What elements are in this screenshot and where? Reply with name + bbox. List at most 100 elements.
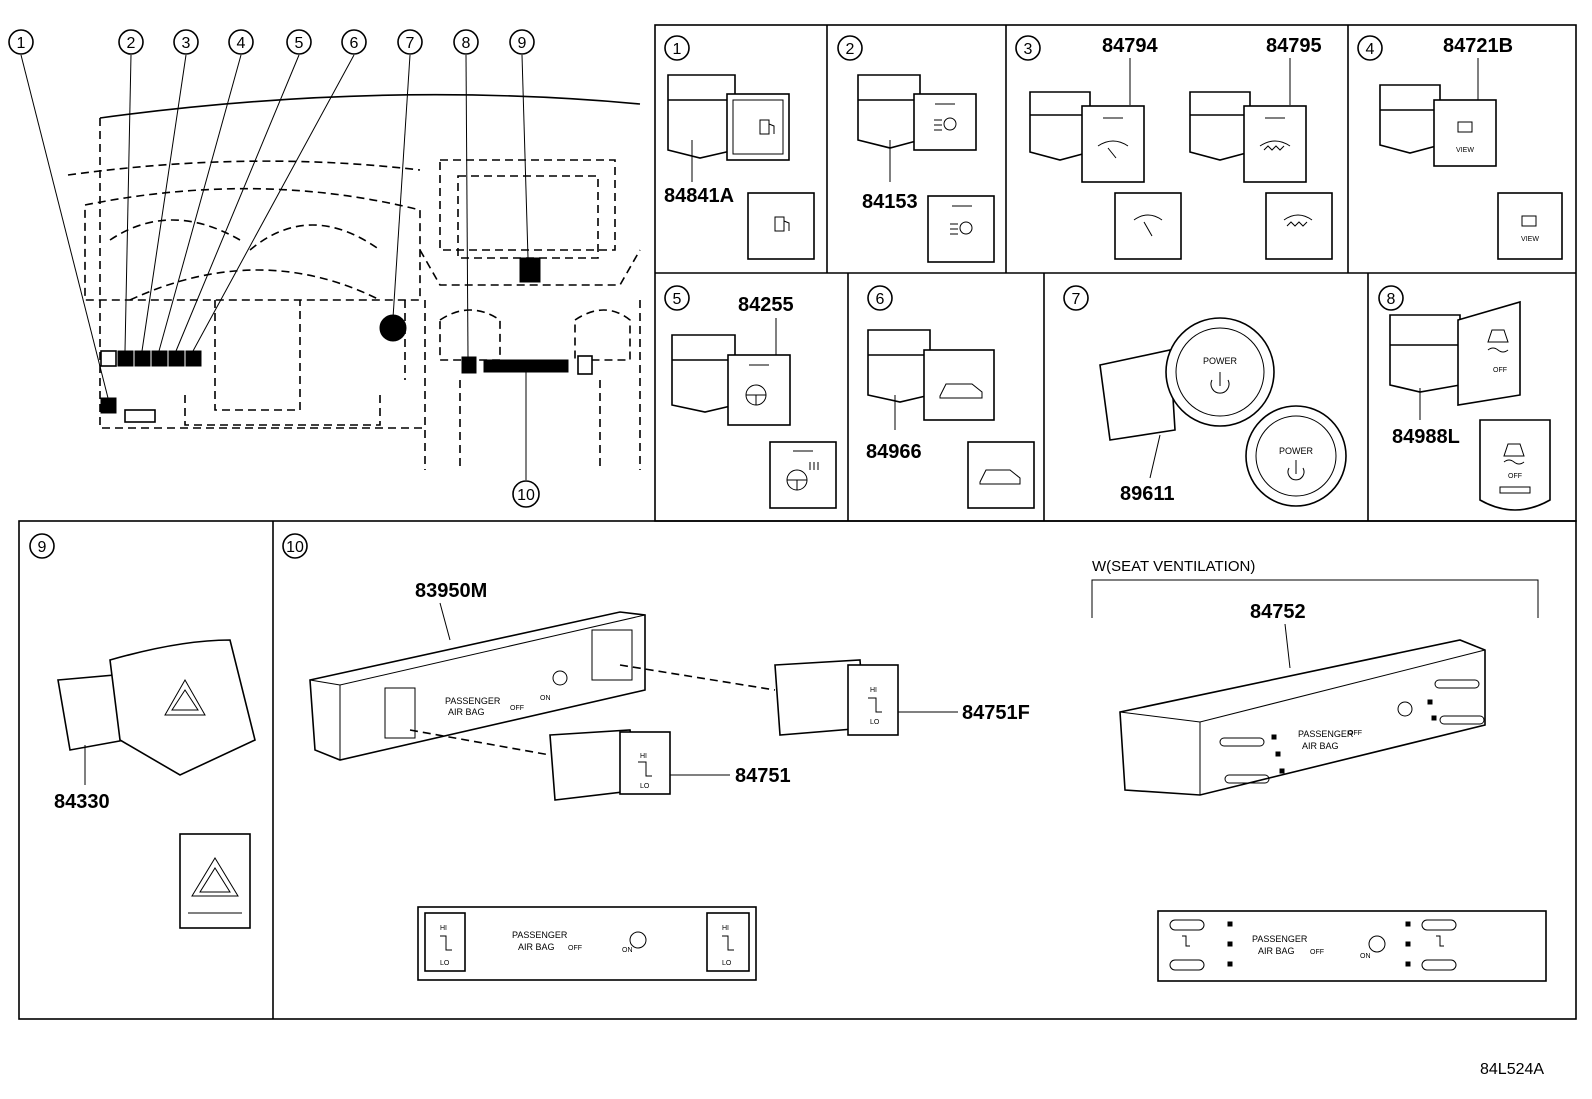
panel-5-heated-steering-switch: 5 84255	[664, 285, 837, 509]
hazard-icon	[164, 678, 206, 716]
svg-text:9: 9	[518, 35, 527, 52]
svg-text:ON: ON	[622, 947, 633, 954]
svg-text:1: 1	[17, 35, 26, 52]
hazard-icon	[191, 857, 239, 897]
svg-text:2: 2	[846, 41, 855, 58]
svg-text:8: 8	[462, 35, 471, 52]
svg-text:6: 6	[876, 291, 885, 308]
seat-heater-icon	[440, 935, 452, 951]
seat-heater-icon	[868, 697, 882, 713]
power-icon	[1287, 460, 1305, 481]
svg-text:VIEW: VIEW	[1521, 236, 1539, 243]
panel-3-deicer-switches: 3 84794 84795	[1015, 35, 1333, 260]
svg-text:10: 10	[286, 539, 304, 556]
svg-text:LO: LO	[722, 960, 732, 967]
svg-text:2: 2	[127, 35, 136, 52]
variant-note: W(SEAT VENTILATION)	[1092, 558, 1255, 575]
bottom-panel-grid	[18, 520, 1577, 1020]
panel-6-hatch-switch: 6 84966	[866, 285, 1035, 509]
svg-text:LO: LO	[440, 960, 450, 967]
heated-steering-icon	[745, 384, 767, 406]
part-number: 84988L	[1392, 426, 1460, 448]
svg-text:OFF: OFF	[1310, 949, 1324, 956]
part-number: 89611	[1120, 483, 1175, 505]
panel-10-seat-heater-switch: 10 83950M PASSENGER AIR BAG OFF ON HI LO…	[282, 533, 1547, 982]
callout-4: 4	[228, 29, 254, 55]
svg-text:OFF: OFF	[510, 705, 524, 712]
svg-text:PASSENGER: PASSENGER	[1252, 934, 1308, 944]
callout-6: 6	[341, 29, 367, 55]
part-number: 83950M	[415, 580, 487, 602]
suv-hatch-icon	[939, 383, 983, 399]
svg-text:3: 3	[182, 35, 191, 52]
svg-text:5: 5	[673, 291, 682, 308]
part-number: 84794	[1102, 35, 1158, 57]
passenger-airbag-icon	[1397, 701, 1413, 717]
front-wiper-deicer-icon	[1097, 140, 1129, 159]
rear-defogger-icon	[1283, 214, 1313, 227]
callout-10: 10	[512, 480, 540, 508]
svg-text:HI: HI	[870, 687, 877, 694]
callout-7: 7	[397, 29, 423, 55]
callout-8: 8	[453, 29, 479, 55]
seat-ventilation-icon	[1182, 935, 1190, 947]
traction-control-icon	[1503, 443, 1525, 465]
svg-text:PASSENGER: PASSENGER	[1298, 729, 1354, 739]
callout-2: 2	[118, 29, 144, 55]
seat-heater-icon	[638, 761, 652, 777]
svg-text:6: 6	[350, 35, 359, 52]
svg-text:HI: HI	[722, 925, 729, 932]
svg-text:7: 7	[1072, 291, 1081, 308]
auto-headlight-icon	[950, 221, 973, 235]
seat-heater-icon	[722, 935, 734, 951]
heated-steering-icon	[786, 462, 819, 491]
svg-text:AIR BAG: AIR BAG	[518, 942, 555, 952]
callout-1: 1	[8, 29, 34, 55]
svg-text:OFF: OFF	[1508, 473, 1522, 480]
svg-text:1: 1	[673, 41, 682, 58]
svg-text:LO: LO	[870, 719, 880, 726]
front-wiper-deicer-icon	[1133, 214, 1163, 237]
traction-control-icon	[1487, 329, 1509, 353]
svg-text:4: 4	[1366, 41, 1375, 58]
svg-text:OFF: OFF	[568, 945, 582, 952]
part-number: 84966	[866, 441, 922, 463]
callout-5: 5	[286, 29, 312, 55]
svg-text:AIR BAG: AIR BAG	[1302, 741, 1339, 751]
camera-view-icon	[1457, 121, 1473, 133]
part-number: 84153	[862, 191, 918, 213]
part-number: 84751F	[962, 702, 1030, 724]
svg-text:5: 5	[295, 35, 304, 52]
fuel-icon	[774, 216, 790, 232]
svg-text:PASSENGER: PASSENGER	[512, 930, 568, 940]
panel-8-vsc-off-switch: 8 OFF 84988L OFF	[1378, 285, 1551, 511]
svg-text:7: 7	[406, 35, 415, 52]
svg-text:POWER: POWER	[1279, 446, 1314, 456]
svg-text:9: 9	[38, 539, 47, 556]
part-number: 84841A	[664, 185, 734, 207]
svg-text:HI: HI	[640, 753, 647, 760]
rear-defogger-icon	[1259, 140, 1291, 151]
passenger-airbag-icon	[629, 931, 647, 949]
fuel-icon	[759, 119, 775, 135]
svg-text:ON: ON	[1360, 953, 1371, 960]
panel-9-hazard-switch: 9 84330	[29, 533, 256, 929]
callout-9: 9	[509, 29, 535, 55]
suv-hatch-icon	[979, 469, 1021, 485]
part-number: 84721B	[1443, 35, 1513, 57]
dashboard-overview: 1 2 3 4 5 6 7 8 9 10	[8, 29, 641, 508]
panel-7-power-switch: 7 POWER 89611 POWER	[1063, 285, 1347, 507]
svg-text:4: 4	[237, 35, 246, 52]
callout-3: 3	[173, 29, 199, 55]
svg-text:VIEW: VIEW	[1456, 147, 1474, 154]
svg-text:OFF: OFF	[1348, 730, 1362, 737]
part-number: 84330	[54, 791, 110, 813]
passenger-airbag-icon	[1368, 935, 1386, 953]
svg-text:HI: HI	[440, 925, 447, 932]
part-number: 84752	[1250, 601, 1306, 623]
camera-view-icon	[1521, 215, 1537, 227]
passenger-airbag-icon	[552, 670, 568, 686]
svg-text:3: 3	[1024, 41, 1033, 58]
svg-text:OFF: OFF	[1493, 367, 1507, 374]
